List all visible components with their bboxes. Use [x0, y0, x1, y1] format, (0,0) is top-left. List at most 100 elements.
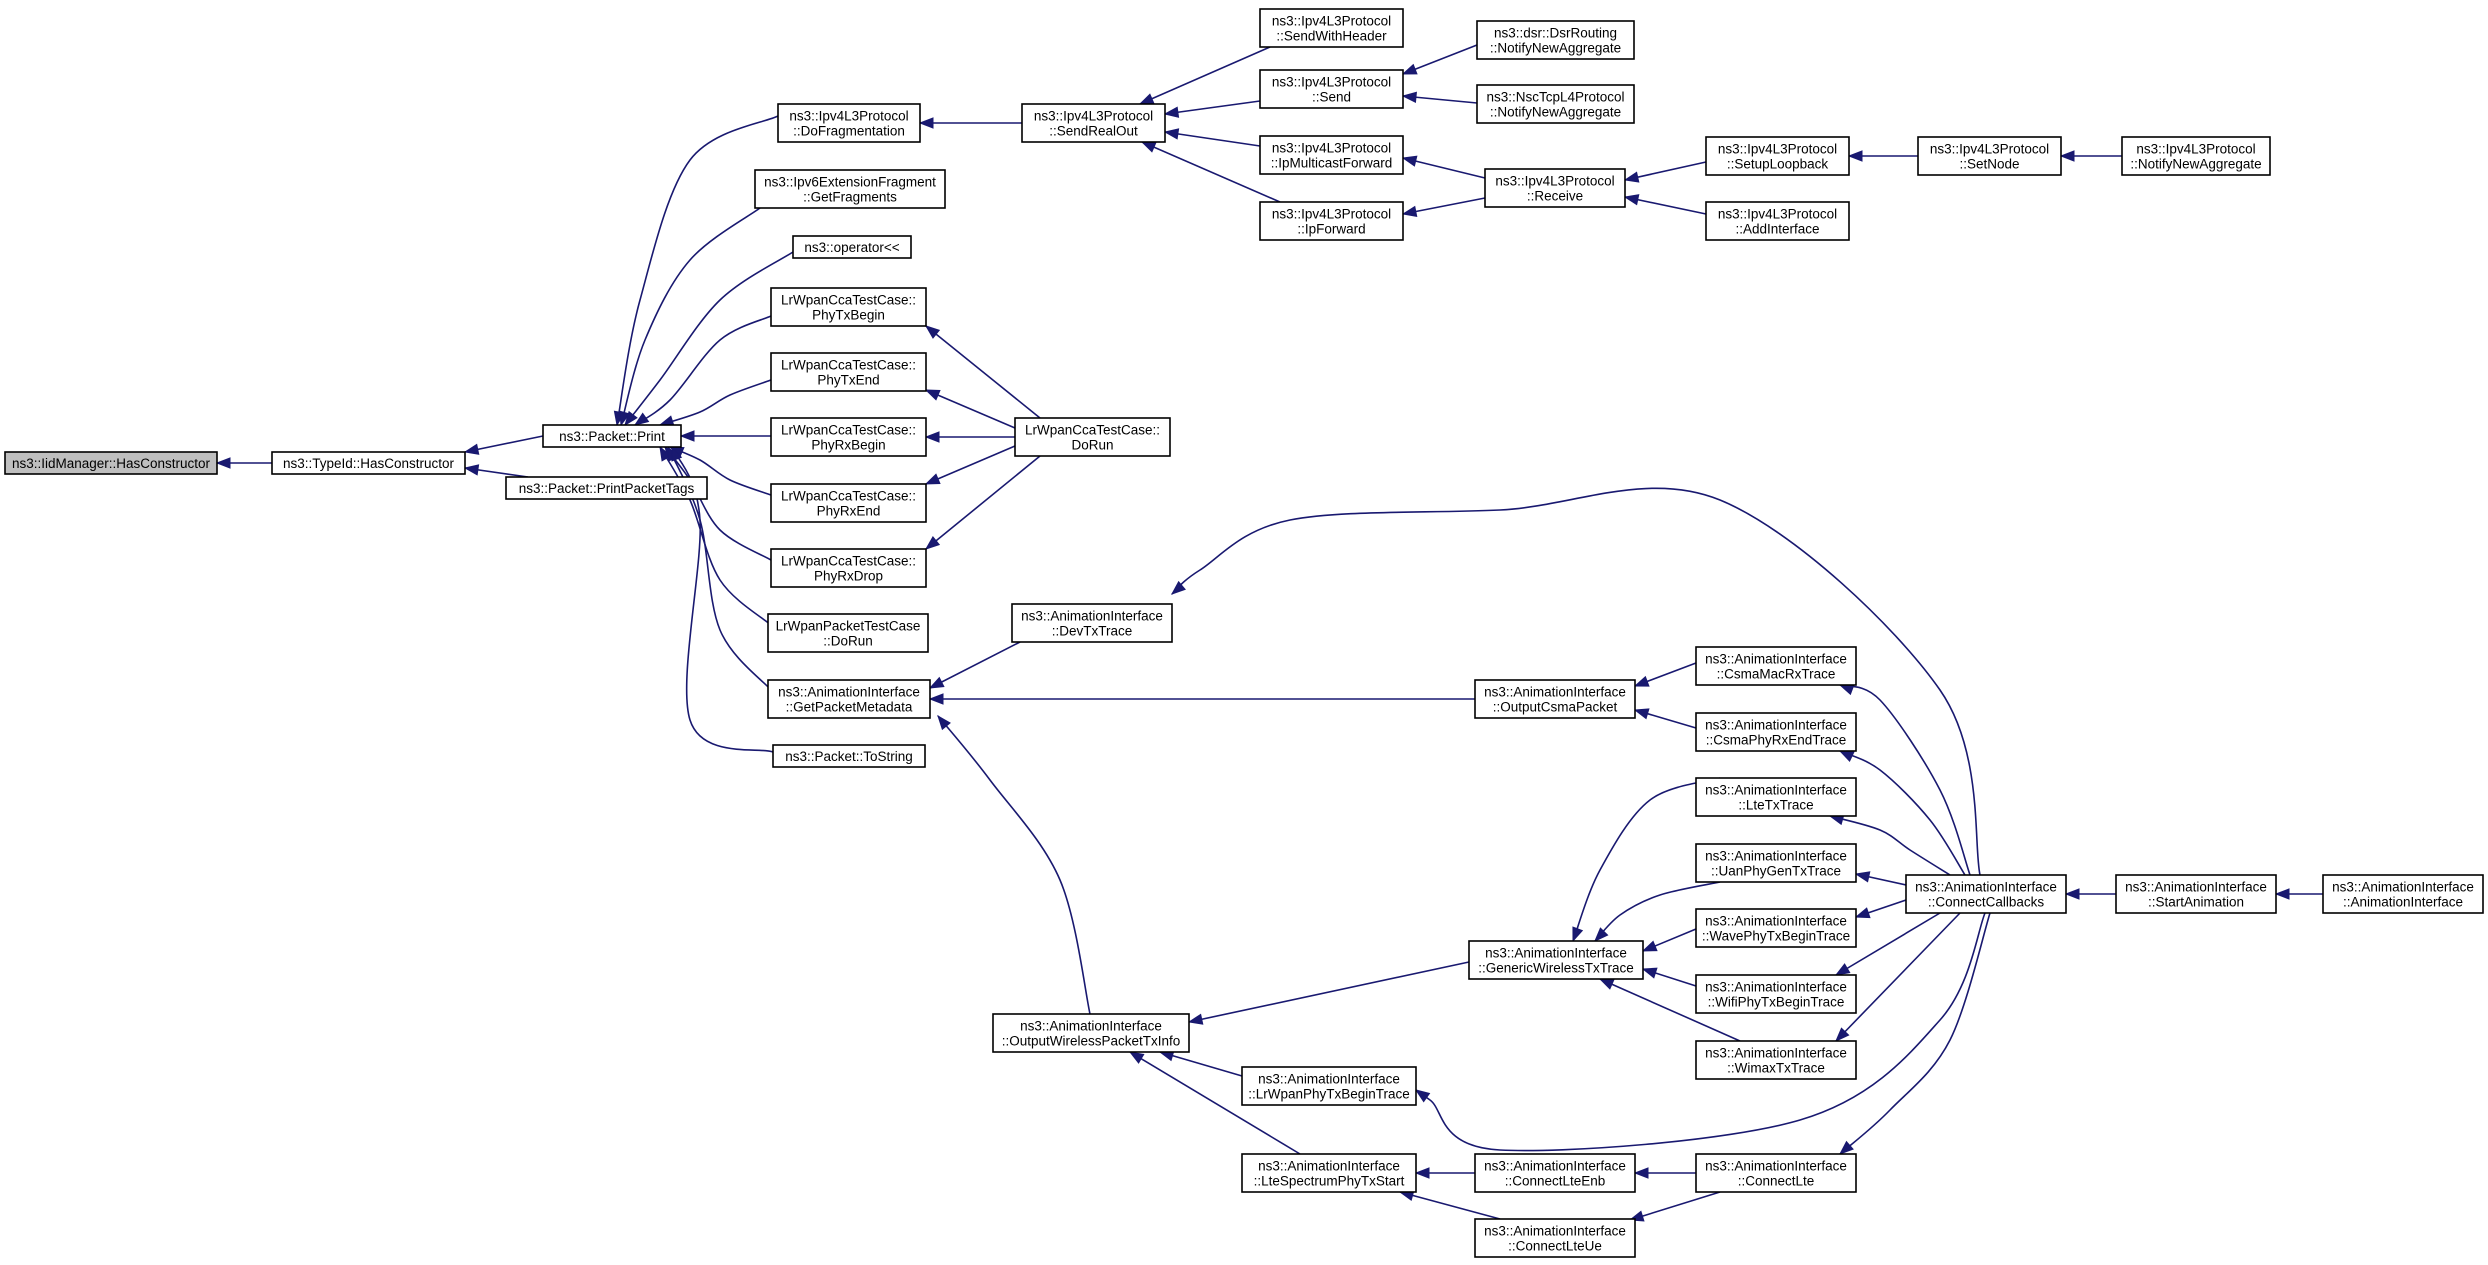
- node-label: ::DoRun: [823, 634, 873, 649]
- node-label: ::NotifyNewAggregate: [2130, 157, 2261, 172]
- function-node-setuploop[interactable]: ns3::Ipv4L3Protocol::SetupLoopback: [1705, 136, 1850, 176]
- function-node-ccadorun[interactable]: LrWpanCcaTestCase::DoRun: [1014, 417, 1171, 457]
- function-node-csmamacrx[interactable]: ns3::AnimationInterface::CsmaMacRxTrace: [1695, 646, 1857, 686]
- node-label: ::AnimationInterface: [2343, 895, 2463, 910]
- function-node-print[interactable]: ns3::Packet::Print: [542, 424, 682, 448]
- function-node-connlteue[interactable]: ns3::AnimationInterface::ConnectLteUe: [1474, 1218, 1636, 1258]
- arrowhead: [918, 117, 934, 129]
- node-box: [2115, 874, 2277, 914]
- node-label: LrWpanCcaTestCase::: [1025, 423, 1160, 438]
- function-node-phyrxend[interactable]: LrWpanCcaTestCase::PhyRxEnd: [770, 483, 927, 523]
- call-edge: [215, 457, 272, 469]
- function-node-send[interactable]: ns3::Ipv4L3Protocol::Send: [1259, 69, 1404, 109]
- function-node-typeid[interactable]: ns3::TypeId::HasConstructor: [271, 451, 466, 475]
- node-label: PhyRxEnd: [817, 504, 881, 519]
- node-label: ns3::AnimationInterface: [1705, 980, 1847, 995]
- arrowhead: [1641, 967, 1658, 979]
- function-node-outwireless[interactable]: ns3::AnimationInterface::OutputWirelessP…: [992, 1013, 1190, 1053]
- function-node-setnode[interactable]: ns3::Ipv4L3Protocol::SetNode: [1917, 136, 2062, 176]
- function-node-receive[interactable]: ns3::Ipv4L3Protocol::Receive: [1484, 168, 1626, 208]
- node-box: [1259, 69, 1404, 109]
- function-node-root[interactable]: ns3::IidManager::HasConstructor: [4, 451, 218, 475]
- call-edge: [1623, 194, 1707, 215]
- function-node-connlte[interactable]: ns3::AnimationInterface::ConnectLte: [1695, 1153, 1857, 1193]
- node-label: ns3::AnimationInterface: [1484, 685, 1626, 700]
- node-label: ns3::NscTcpL4Protocol: [1486, 90, 1624, 105]
- node-label: ns3::Ipv4L3Protocol: [789, 109, 908, 124]
- call-edge: [1138, 46, 1271, 105]
- function-node-phyrxbegin[interactable]: LrWpanCcaTestCase::PhyRxBegin: [770, 417, 927, 457]
- function-node-outcsma[interactable]: ns3::AnimationInterface::OutputCsmaPacke…: [1474, 679, 1636, 719]
- node-label: ::WimaxTxTrace: [1727, 1061, 1825, 1076]
- node-label: PhyRxBegin: [811, 438, 885, 453]
- arrowhead: [2059, 150, 2075, 162]
- node-box: [767, 613, 929, 653]
- function-node-getpktmeta[interactable]: ns3::AnimationInterface::GetPacketMetada…: [767, 679, 931, 719]
- node-box: [1014, 417, 1171, 457]
- arrowhead: [1163, 128, 1180, 140]
- function-node-wifiphy[interactable]: ns3::AnimationInterface::WifiPhyTxBeginT…: [1695, 974, 1857, 1014]
- node-label: ::LteSpectrumPhyTxStart: [1254, 1174, 1405, 1189]
- function-node-nscnotify[interactable]: ns3::NscTcpL4Protocol::NotifyNewAggregat…: [1476, 84, 1635, 124]
- function-node-startanim[interactable]: ns3::AnimationInterface::StartAnimation: [2115, 874, 2277, 914]
- call-edge: [1158, 1050, 1243, 1077]
- node-label: ::Send: [1312, 90, 1351, 105]
- node-label: ::CsmaMacRxTrace: [1717, 667, 1836, 682]
- node-label: ns3::AnimationInterface: [1021, 609, 1163, 624]
- edge-line: [937, 715, 1091, 1015]
- function-node-genwireless[interactable]: ns3::AnimationInterface::GenericWireless…: [1468, 940, 1644, 980]
- edge-line: [925, 445, 1016, 485]
- function-node-phytxend[interactable]: LrWpanCcaTestCase::PhyTxEnd: [770, 352, 927, 392]
- node-label: ::UanPhyGenTxTrace: [1711, 864, 1841, 879]
- function-node-ipfwd[interactable]: ns3::Ipv4L3Protocol::IpForward: [1259, 201, 1404, 241]
- call-edge: [1854, 899, 1907, 919]
- function-node-csmaphyrx[interactable]: ns3::AnimationInterface::CsmaPhyRxEndTra…: [1695, 712, 1857, 752]
- node-label: ns3::AnimationInterface: [1705, 652, 1847, 667]
- function-node-animctor[interactable]: ns3::AnimationInterface::AnimationInterf…: [2322, 874, 2484, 914]
- function-node-wimax[interactable]: ns3::AnimationInterface::WimaxTxTrace: [1695, 1040, 1857, 1080]
- call-edge: [619, 207, 761, 427]
- function-node-sendrealout[interactable]: ns3::Ipv4L3Protocol::SendRealOut: [1021, 103, 1166, 143]
- arrowhead: [463, 443, 480, 455]
- arrowhead: [928, 676, 945, 689]
- function-node-connlteenb[interactable]: ns3::AnimationInterface::ConnectLteEnb: [1474, 1153, 1636, 1193]
- function-node-ipmcast[interactable]: ns3::Ipv4L3Protocol::IpMulticastForward: [1259, 135, 1404, 175]
- function-node-addif[interactable]: ns3::Ipv4L3Protocol::AddInterface: [1705, 201, 1850, 241]
- function-node-sendwithheader[interactable]: ns3::Ipv4L3Protocol::SendWithHeader: [1259, 8, 1404, 48]
- function-node-ltetx[interactable]: ns3::AnimationInterface::LteTxTrace: [1695, 777, 1857, 817]
- node-label: ::Receive: [1527, 189, 1583, 204]
- function-node-wavephy[interactable]: ns3::AnimationInterface::WavePhyTxBeginT…: [1695, 908, 1857, 948]
- node-box: [1474, 1153, 1636, 1193]
- call-edge: [659, 445, 772, 626]
- edge-line: [669, 446, 772, 496]
- function-node-printtags[interactable]: ns3::Packet::PrintPacketTags: [505, 476, 708, 500]
- edge-line: [1188, 961, 1470, 1023]
- call-edge: [1628, 1191, 1721, 1222]
- function-node-ltespec[interactable]: ns3::AnimationInterface::LteSpectrumPhyT…: [1241, 1153, 1417, 1193]
- function-node-conncb[interactable]: ns3::AnimationInterface::ConnectCallback…: [1905, 874, 2067, 914]
- node-box: [1476, 20, 1635, 60]
- node-box: [542, 424, 682, 448]
- node-box: [1468, 940, 1644, 980]
- node-box: [1705, 136, 1850, 176]
- function-node-uanphy[interactable]: ns3::AnimationInterface::UanPhyGenTxTrac…: [1695, 843, 1857, 883]
- function-node-ipv4notify[interactable]: ns3::Ipv4L3Protocol::NotifyNewAggregate: [2121, 136, 2271, 176]
- call-edge: [1170, 487, 1981, 876]
- edge-line: [1835, 912, 1961, 1042]
- function-node-dsrnotify[interactable]: ns3::dsr::DsrRouting::NotifyNewAggregate: [1476, 20, 1635, 60]
- call-edge: [664, 445, 772, 561]
- edge-line: [1624, 161, 1707, 181]
- function-node-tostring[interactable]: ns3::Packet::ToString: [772, 744, 926, 768]
- arrowhead: [1835, 1027, 1850, 1043]
- arrowhead: [2064, 888, 2080, 900]
- call-edge: [2274, 888, 2323, 900]
- function-node-lrwpanphy[interactable]: ns3::AnimationInterface::LrWpanPhyTxBegi…: [1241, 1066, 1417, 1106]
- function-node-phyrxdrop[interactable]: LrWpanCcaTestCase::PhyRxDrop: [770, 548, 927, 588]
- node-box: [1695, 974, 1857, 1014]
- function-node-pktdorun[interactable]: LrWpanPacketTestCase::DoRun: [767, 613, 929, 653]
- function-node-ipv6frag[interactable]: ns3::Ipv6ExtensionFragment::GetFragments: [754, 169, 946, 209]
- function-node-phytxbegin[interactable]: LrWpanCcaTestCase::PhyTxBegin: [770, 287, 927, 327]
- function-node-devtx[interactable]: ns3::AnimationInterface::DevTxTrace: [1011, 603, 1173, 643]
- function-node-dofrag[interactable]: ns3::Ipv4L3Protocol::DoFragmentation: [777, 103, 921, 143]
- function-node-oplt[interactable]: ns3::operator<<: [792, 235, 912, 259]
